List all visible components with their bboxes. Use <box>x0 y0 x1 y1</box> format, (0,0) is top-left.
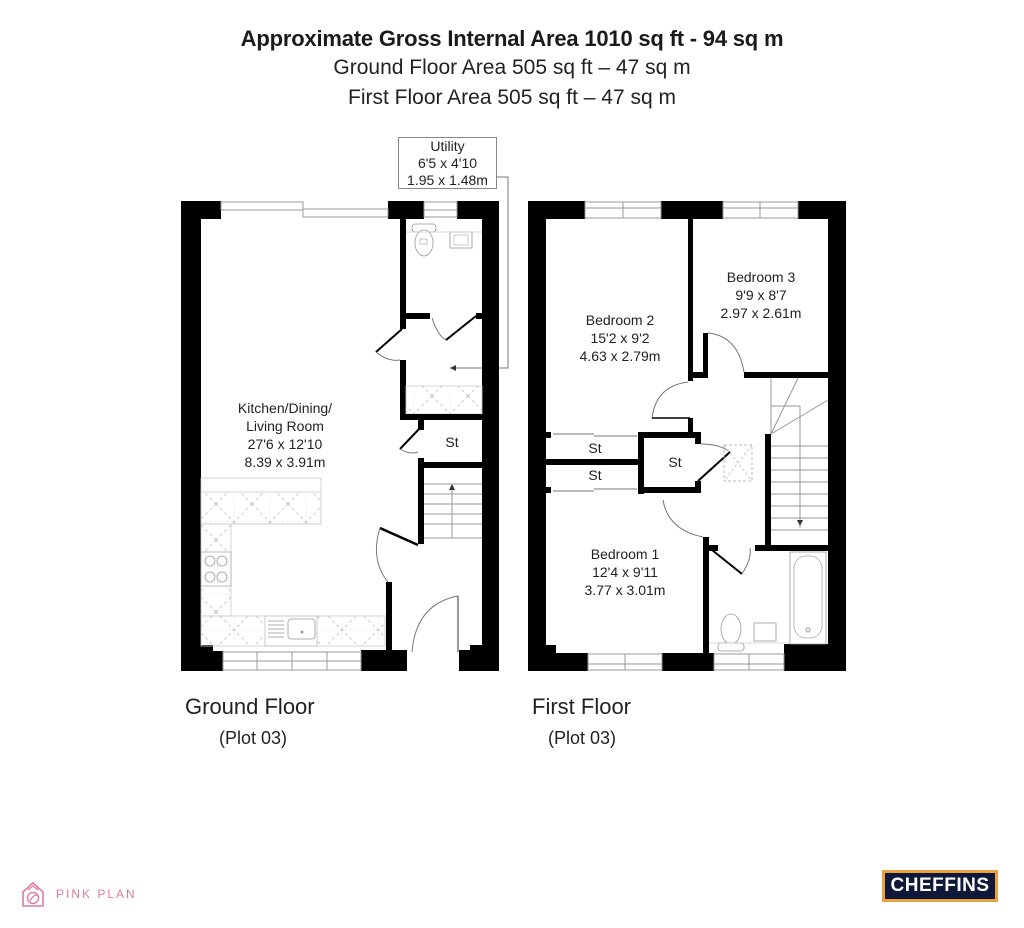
bedroom-1-name: Bedroom 1 <box>590 546 660 562</box>
first-floor-plot: (Plot 03) <box>548 728 617 748</box>
first-floor-label: First Floor <box>532 694 631 719</box>
utility-name: Utility <box>430 138 465 154</box>
utility-imperial: 6'5 x 4'10 <box>417 155 478 171</box>
kitchen-name-line1: Kitchen/Dining/ <box>237 400 333 416</box>
bedroom-2-name: Bedroom 2 <box>585 312 655 328</box>
ground-floor-label: Ground Floor <box>185 694 315 719</box>
cheffins-text: CHEFFINS <box>890 875 990 896</box>
room-label-bedroom-2: Bedroom 2 15'2 x 9'2 4.63 x 2.79m <box>565 311 675 365</box>
room-label-kitchen: Kitchen/Dining/ Living Room 27'6 x 12'10… <box>220 399 350 471</box>
room-label-store-3: St <box>668 454 682 470</box>
room-label-bedroom-3: Bedroom 3 9'9 x 8'7 2.97 x 2.61m <box>706 268 816 322</box>
first-floor-area: First Floor Area 505 sq ft – 47 sq m <box>348 86 676 109</box>
utility-label-box <box>398 137 497 189</box>
cheffins-logo: CHEFFINS <box>882 870 998 902</box>
bedroom-1-imperial: 12'4 x 9'11 <box>592 564 658 580</box>
bedroom-3-metric: 2.97 x 2.61m <box>720 305 802 321</box>
kitchen-imperial: 27'6 x 12'10 <box>247 436 323 452</box>
ground-floor-plan <box>181 176 509 671</box>
plan-title: Approximate Gross Internal Area 1010 sq … <box>240 26 784 51</box>
ground-floor-area: Ground Floor Area 505 sq ft – 47 sq m <box>333 56 691 79</box>
pink-plan-text: PINK PLAN <box>56 887 137 901</box>
room-label-bedroom-1: Bedroom 1 12'4 x 9'11 3.77 x 3.01m <box>570 545 680 599</box>
room-label-store-2: St <box>588 467 602 483</box>
bedroom-3-imperial: 9'9 x 8'7 <box>735 287 787 303</box>
bedroom-3-name: Bedroom 3 <box>726 269 796 285</box>
bedroom-2-imperial: 15'2 x 9'2 <box>590 330 650 346</box>
bedroom-2-metric: 4.63 x 2.79m <box>579 348 661 364</box>
kitchen-metric: 8.39 x 3.91m <box>244 454 326 470</box>
utility-metric: 1.95 x 1.48m <box>407 172 488 188</box>
room-label-store-ground: St <box>445 434 459 450</box>
pink-plan-logo: PINK PLAN <box>20 880 137 908</box>
ground-floor-plot: (Plot 03) <box>219 728 288 748</box>
first-floor-plan <box>528 201 846 671</box>
room-label-store-1: St <box>588 440 602 456</box>
room-label-utility: Utility 6'5 x 4'10 1.95 x 1.48m <box>398 138 497 189</box>
kitchen-name-line2: Living Room <box>246 418 324 434</box>
bedroom-1-metric: 3.77 x 3.01m <box>584 582 666 598</box>
house-leaf-icon <box>22 881 44 907</box>
